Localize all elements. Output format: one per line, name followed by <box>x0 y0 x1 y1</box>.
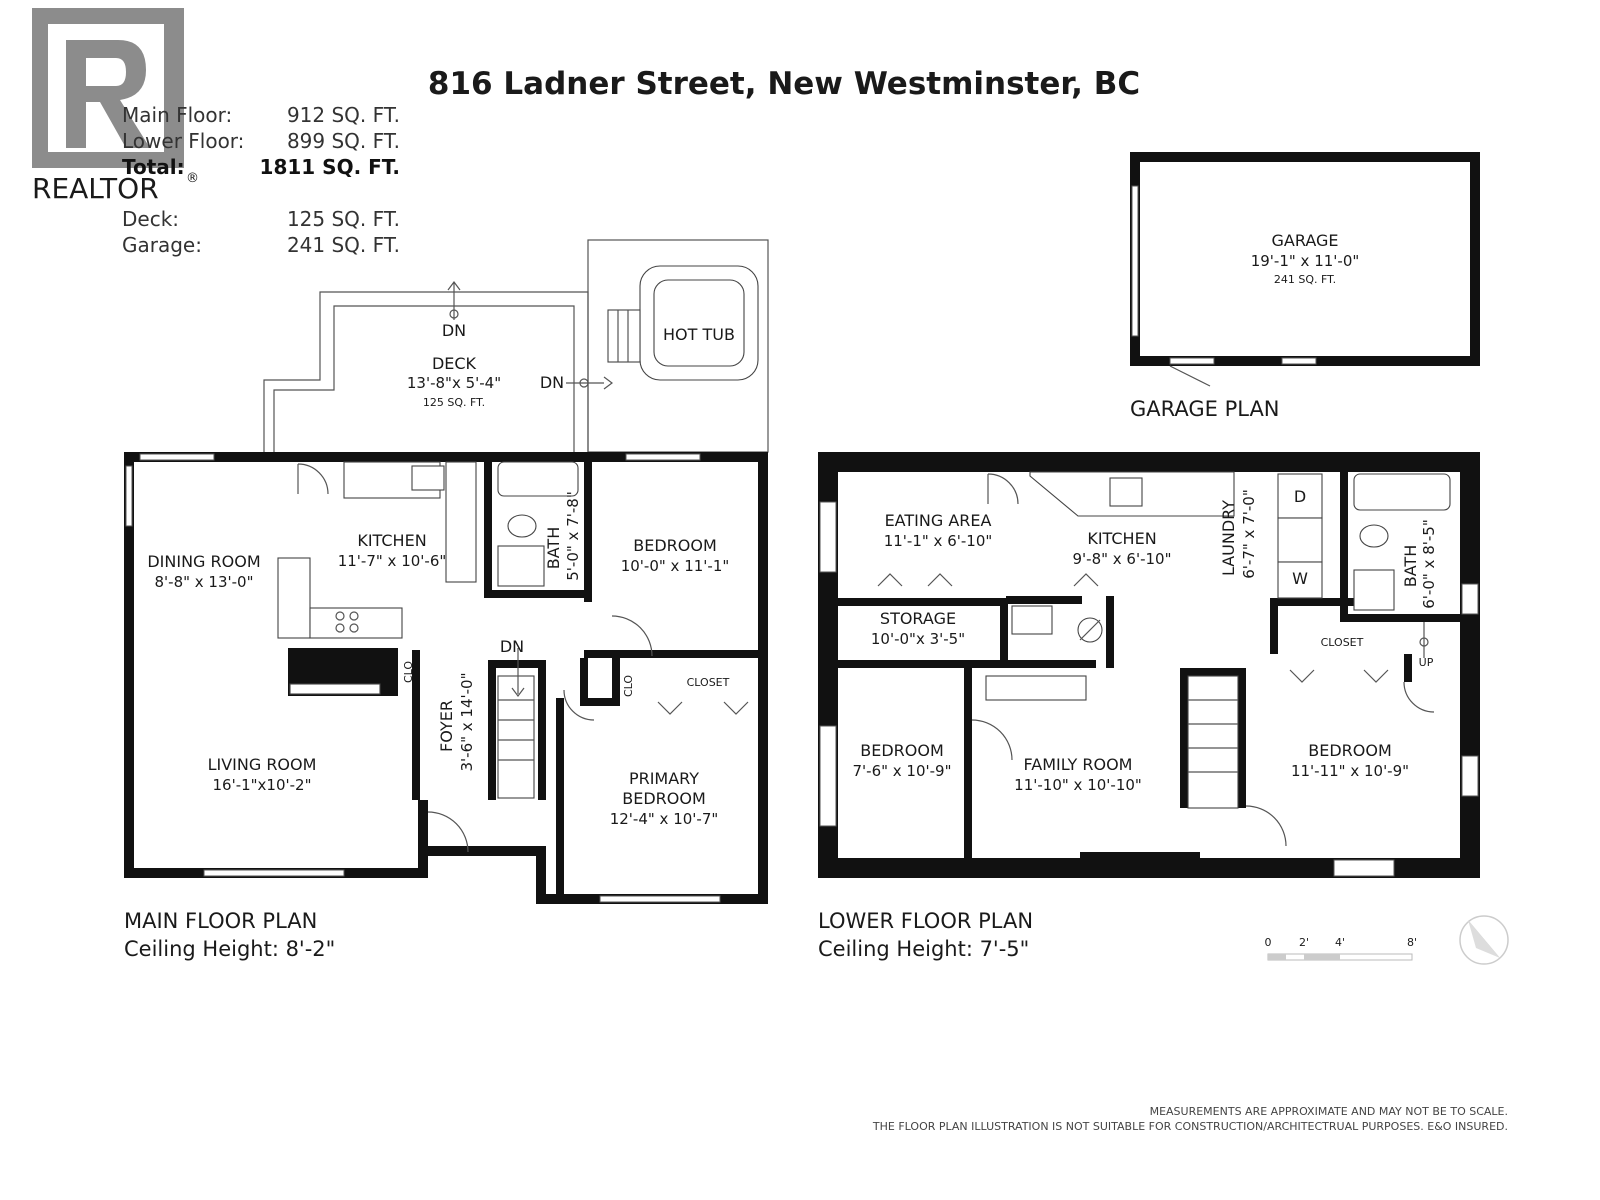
laundry-dimensions: 6'-7" x 7'-0" <box>1240 489 1258 578</box>
lower-bedroom-1-name: BEDROOM <box>860 741 944 760</box>
realtor-registered-mark: ® <box>186 171 199 186</box>
page-title: 816 Ladner Street, New Westminster, BC <box>428 66 1140 102</box>
kitchen-dimensions: 11'-7" x 10'-6" <box>338 552 447 570</box>
eating-area-dimensions: 11'-1" x 6'-10" <box>884 532 993 550</box>
window <box>139 453 215 461</box>
storage-dimensions: 10'-0"x 3'-5" <box>871 630 965 648</box>
eating-area-name: EATING AREA <box>885 511 992 530</box>
area-label-lower: Lower Floor: <box>122 129 244 153</box>
lower-bedroom-2-dimensions: 11'-11" x 10'-9" <box>1291 762 1409 780</box>
lower-bedroom-1-dimensions: 7'-6" x 10'-9" <box>852 762 951 780</box>
garage-plan-title: GARAGE PLAN <box>1130 397 1280 421</box>
dining-room-name: DINING ROOM <box>147 552 260 571</box>
foyer-dimensions: 3'-6" x 14'-0" <box>458 672 476 771</box>
area-value-main: 912 SQ. FT. <box>287 103 400 127</box>
washer-label: W <box>1292 569 1308 588</box>
main-fixtures <box>277 461 749 853</box>
main-floor-plan: DN DN DECK 13'-8"x 5'-4" 125 SQ. FT. HOT… <box>124 239 769 961</box>
area-label-total: Total: <box>122 155 185 179</box>
main-floor-ceiling-height: Ceiling Height: 8'-2" <box>124 937 335 961</box>
deck-dn-label: DN <box>442 321 466 340</box>
area-label-main: Main Floor: <box>122 103 232 127</box>
lower-kitchen-name: KITCHEN <box>1087 529 1156 548</box>
area-label-garage: Garage: <box>122 233 202 257</box>
scale-bar: 0 2' 4' 8' <box>1265 936 1417 961</box>
dryer-label: D <box>1294 487 1306 506</box>
family-room-name: FAMILY ROOM <box>1024 755 1133 774</box>
living-room-dimensions: 16'-1"x10'-2" <box>212 776 311 794</box>
lower-floor-ceiling-height: Ceiling Height: 7'-5" <box>818 937 1029 961</box>
family-room-dimensions: 11'-10" x 10'-10" <box>1014 776 1142 794</box>
hot-tub-label: HOT TUB <box>663 325 735 344</box>
lower-up-label: UP <box>1419 656 1434 669</box>
area-summary: Main Floor: 912 SQ. FT. Lower Floor: 899… <box>122 103 400 257</box>
garage-name: GARAGE <box>1272 231 1339 250</box>
scale-tick-8: 8' <box>1407 936 1417 949</box>
main-bedroom-name: BEDROOM <box>633 536 717 555</box>
window <box>1461 755 1479 797</box>
primary-closet-label: CLOSET <box>687 676 730 689</box>
lower-bath-dimensions: 6'-0" x 8'-5" <box>1420 519 1438 608</box>
scale-tick-4: 4' <box>1335 936 1345 949</box>
scale-tick-2: 2' <box>1299 936 1309 949</box>
area-value-lower: 899 SQ. FT. <box>287 129 400 153</box>
area-value-total: 1811 SQ. FT. <box>260 155 400 179</box>
window <box>203 869 345 877</box>
garage-plan: GARAGE 19'-1" x 11'-0" 241 SQ. FT. GARAG… <box>1130 152 1480 421</box>
window <box>1461 583 1479 615</box>
deck-area: 125 SQ. FT. <box>423 396 485 409</box>
stair-dn-label: DN <box>500 637 524 656</box>
scale-tick-0: 0 <box>1265 936 1272 949</box>
area-value-garage: 241 SQ. FT. <box>287 233 400 257</box>
lower-fixtures <box>877 471 1451 847</box>
foyer-name: FOYER <box>437 700 456 752</box>
deck-name: DECK <box>432 354 477 373</box>
window <box>599 895 721 903</box>
main-bedroom-dimensions: 10'-0" x 11'-1" <box>621 557 730 575</box>
laundry-name: LAUNDRY <box>1219 500 1238 576</box>
lower-bedroom-2-name: BEDROOM <box>1308 741 1392 760</box>
window <box>625 453 701 461</box>
compass-icon <box>1459 915 1509 965</box>
realtor-logo: REALTOR ® <box>32 8 199 205</box>
lower-closet-label: CLOSET <box>1321 636 1364 649</box>
primary-bedroom-dimensions: 12'-4" x 10'-7" <box>610 810 719 828</box>
window <box>125 465 133 527</box>
garage-dimensions: 19'-1" x 11'-0" <box>1251 252 1360 270</box>
dining-room-dimensions: 8'-8" x 13'-0" <box>154 573 253 591</box>
window <box>1333 859 1395 877</box>
deck-dimensions: 13'-8"x 5'-4" <box>407 374 501 392</box>
main-bath-name: BATH <box>544 527 563 569</box>
foyer-closet-label: CLO <box>402 661 415 683</box>
lower-bath-name: BATH <box>1401 545 1420 587</box>
kitchen-name: KITCHEN <box>357 531 426 550</box>
lower-kitchen-dimensions: 9'-8" x 6'-10" <box>1072 550 1171 568</box>
disclaimer-line-1: MEASUREMENTS ARE APPROXIMATE AND MAY NOT… <box>1150 1105 1508 1118</box>
garage-area: 241 SQ. FT. <box>1274 273 1336 286</box>
window <box>819 501 837 573</box>
storage-name: STORAGE <box>880 609 956 628</box>
deck-dn-label-2: DN <box>540 373 564 392</box>
realtor-logo-text: REALTOR <box>32 172 159 205</box>
deck-outline <box>263 239 769 453</box>
window <box>819 725 837 827</box>
lower-floor-plan: EATING AREA 11'-1" x 6'-10" KITCHEN 9'-8… <box>818 452 1480 961</box>
area-value-deck: 125 SQ. FT. <box>287 207 400 231</box>
hall-closet-label: CLO <box>622 675 635 697</box>
main-floor-plan-title: MAIN FLOOR PLAN <box>124 909 317 933</box>
primary-bedroom-name-line2: BEDROOM <box>622 789 706 808</box>
disclaimer-line-2: THE FLOOR PLAN ILLUSTRATION IS NOT SUITA… <box>872 1120 1508 1133</box>
lower-floor-plan-title: LOWER FLOOR PLAN <box>818 909 1033 933</box>
main-bath-dimensions: 5'-0" x 7'-8" <box>564 491 582 580</box>
primary-bedroom-name-line1: PRIMARY <box>629 769 699 788</box>
living-room-name: LIVING ROOM <box>208 755 317 774</box>
area-label-deck: Deck: <box>122 207 179 231</box>
